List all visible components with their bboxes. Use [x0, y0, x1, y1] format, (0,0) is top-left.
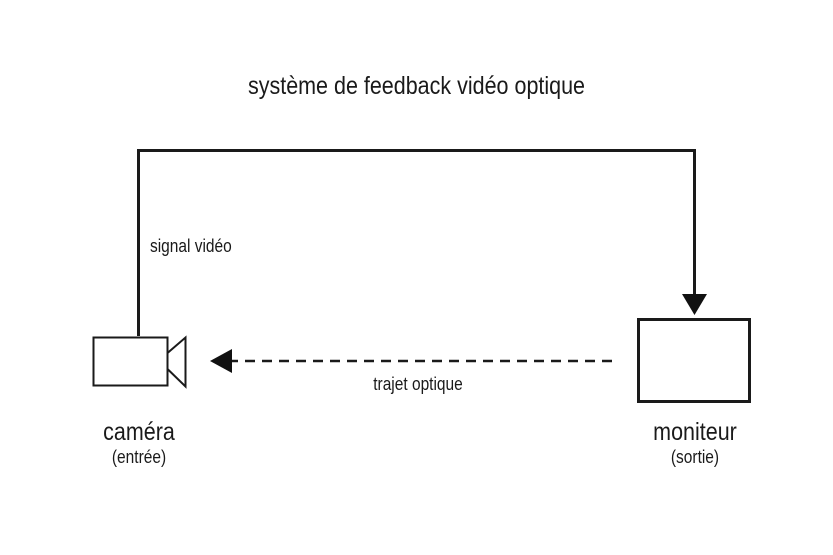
optical-path-label: trajet optique [373, 374, 463, 394]
diagram-title: système de feedback vidéo optique [247, 72, 586, 100]
video-camera-icon [92, 335, 187, 389]
monitor-role-label: (sortie) [670, 447, 720, 467]
monitor-label: moniteur [653, 418, 737, 446]
signal-arrowhead-icon [682, 294, 707, 315]
signal-video-label: signal vidéo [150, 236, 232, 256]
optical-arrowhead-icon [210, 349, 232, 373]
camera-body [92, 336, 169, 387]
camera-role-label: (entrée) [111, 447, 167, 467]
camera-label: caméra [103, 418, 175, 446]
camera-lens [166, 335, 187, 389]
signal-video-connector [137, 149, 696, 336]
monitor-icon [637, 318, 751, 403]
